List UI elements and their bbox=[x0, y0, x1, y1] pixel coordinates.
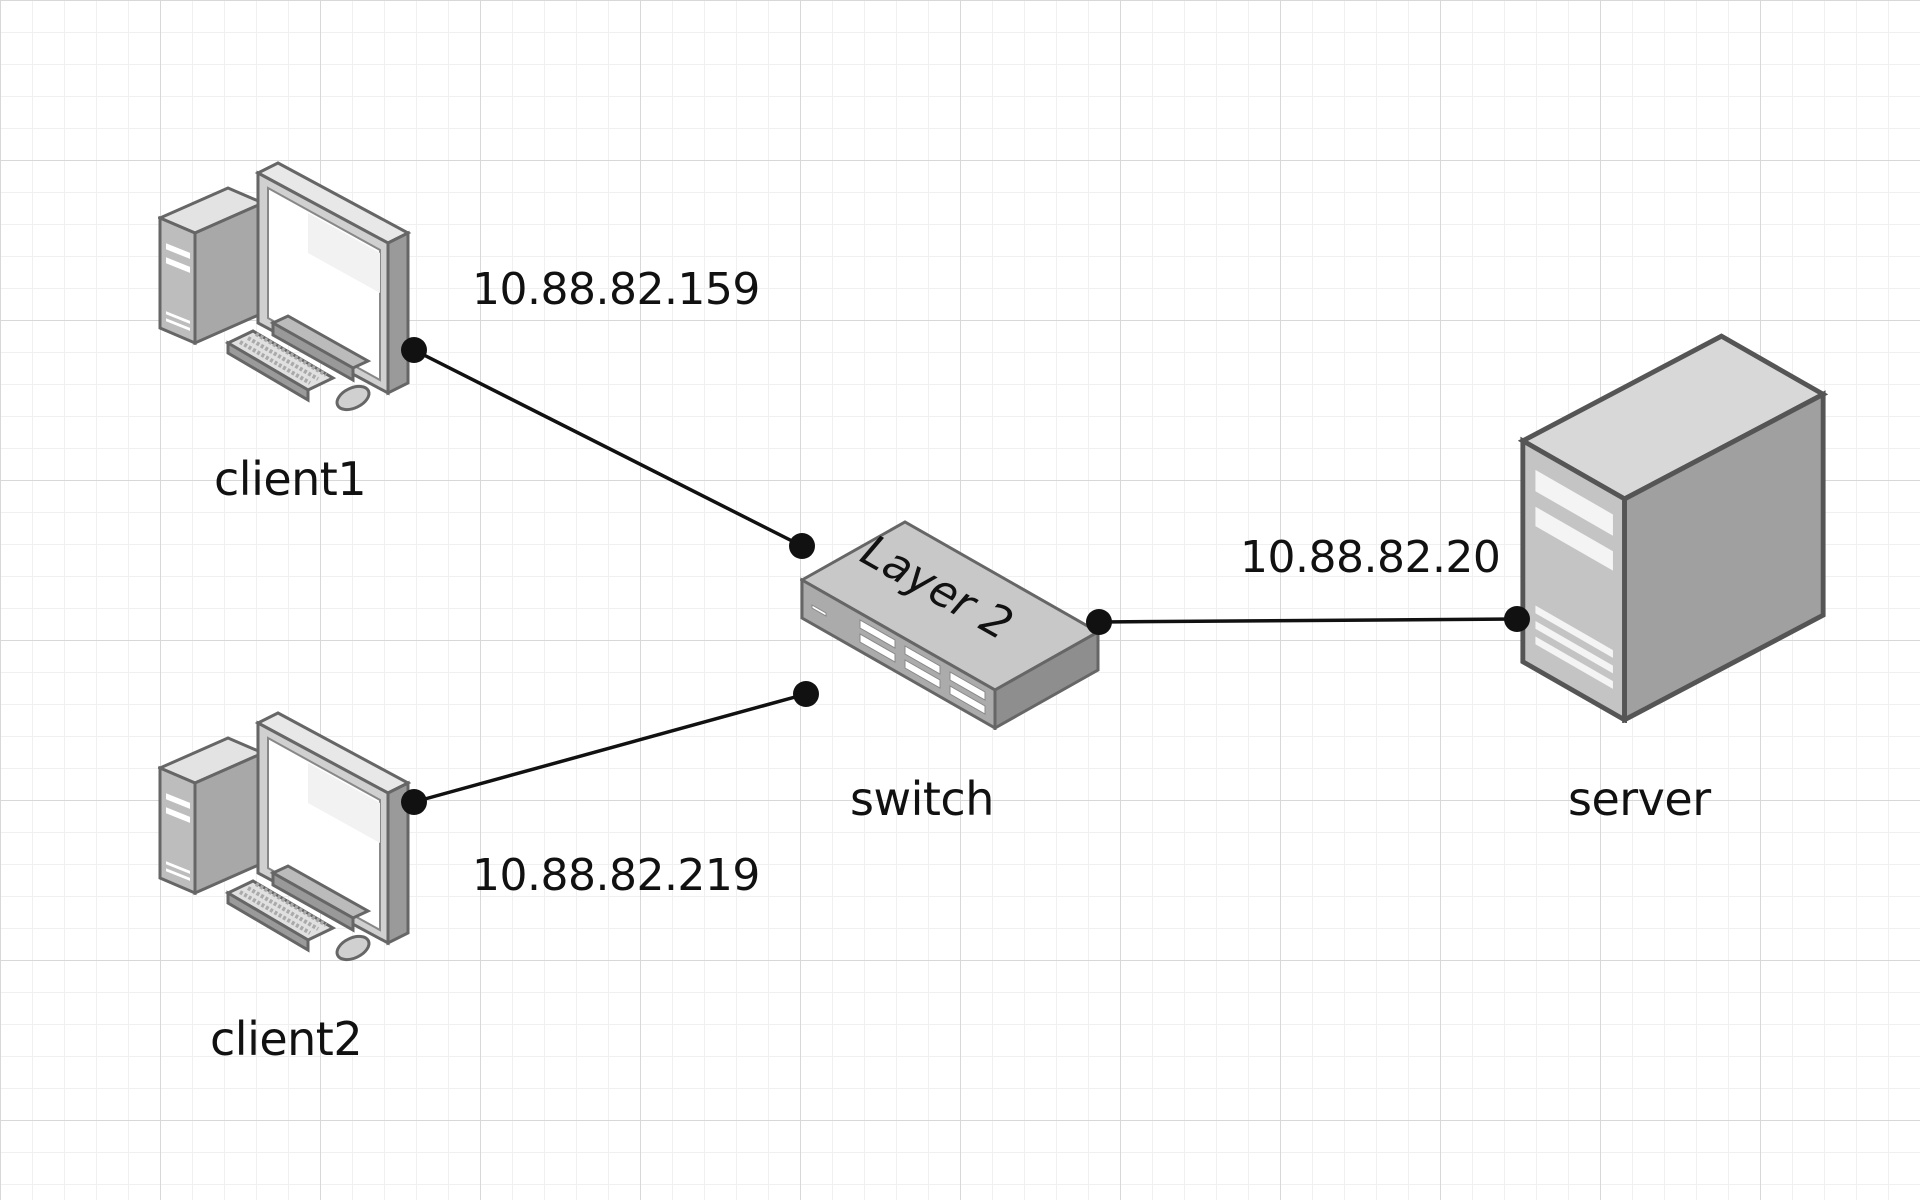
switch-device[interactable]: Layer 2 bbox=[800, 520, 1100, 730]
endpoint-switch-0 bbox=[789, 533, 815, 559]
layer2-switch-icon bbox=[800, 520, 1100, 730]
endpoint-switch-1 bbox=[793, 681, 819, 707]
endpoint-server-2 bbox=[1504, 606, 1530, 632]
server-tower-icon[interactable] bbox=[1523, 336, 1823, 720]
link-ip-server: 10.88.82.20 bbox=[1240, 532, 1501, 583]
link-client1-switch[interactable] bbox=[413, 348, 803, 548]
server-label: server bbox=[1568, 772, 1711, 826]
link-ip-client1: 10.88.82.159 bbox=[472, 264, 760, 315]
link-ip-client2: 10.88.82.219 bbox=[472, 850, 760, 901]
endpoint-switch-2 bbox=[1086, 609, 1112, 635]
client2-computer-icon[interactable] bbox=[158, 711, 410, 967]
links-layer bbox=[413, 348, 1518, 804]
endpoint-client1-0 bbox=[401, 337, 427, 363]
link-client2-switch[interactable] bbox=[413, 692, 807, 804]
client1-computer-icon[interactable] bbox=[158, 161, 410, 417]
client2-label: client2 bbox=[210, 1012, 363, 1066]
client1-label: client1 bbox=[214, 452, 367, 506]
link-switch-server[interactable] bbox=[1098, 617, 1518, 624]
endpoint-client2-1 bbox=[401, 789, 427, 815]
connection-endpoints bbox=[401, 337, 1530, 815]
switch-label: switch bbox=[850, 772, 994, 826]
